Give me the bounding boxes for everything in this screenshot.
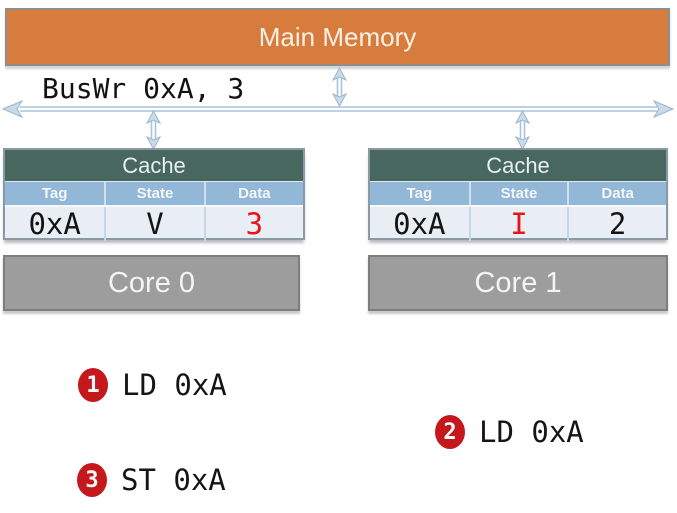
event-2-number-badge: 2: [435, 415, 465, 449]
bus-arrowhead-left-icon: [1, 99, 24, 119]
cache-column-headers: Tag State Data: [5, 181, 303, 205]
column-header-data: Data: [567, 182, 666, 205]
cell-tag: 0xA: [393, 207, 446, 241]
core1-block: Core 1: [368, 255, 668, 311]
cache-title: Cache: [370, 150, 666, 181]
event-3-label: ST 0xA: [121, 463, 226, 497]
event-1: 1 LD 0xA: [78, 368, 227, 402]
column-header-tag: Tag: [406, 185, 433, 202]
memory-connector-arrowhead-up-icon: [331, 66, 348, 82]
column-header-state: State: [104, 182, 203, 205]
bus-arrowhead-right-icon: [652, 99, 675, 119]
bus-transaction-label: BusWr 0xA, 3: [42, 72, 245, 105]
column-header-data: Data: [203, 182, 303, 205]
core0-block: Core 0: [3, 255, 300, 311]
cache1-connector-arrowhead-up-icon: [514, 109, 531, 125]
cache1-bus-connector-line: [519, 121, 526, 139]
event-2-label: LD 0xA: [479, 415, 584, 449]
cache-entry-row: 0xA V 3: [5, 205, 303, 241]
cell-tag: 0xA: [28, 207, 81, 241]
column-header-state: State: [468, 182, 568, 205]
cache-entry-row: 0xA I 2: [370, 205, 666, 241]
event-3-number-badge: 3: [77, 463, 107, 497]
core0-label: Core 0: [107, 266, 196, 299]
cache0-bus-connector-line: [150, 121, 157, 139]
event-3: 3 ST 0xA: [77, 463, 226, 497]
memory-bus-connector-line: [336, 78, 343, 96]
main-memory-block: Main Memory: [5, 8, 670, 66]
cache-title: Cache: [5, 150, 303, 181]
event-2: 2 LD 0xA: [435, 415, 584, 449]
cache-table-core0: Cache Tag State Data 0xA V 3: [3, 148, 305, 241]
bus-line: [20, 106, 657, 112]
event-1-number-badge: 1: [78, 368, 108, 402]
column-header-tag: Tag: [41, 185, 68, 202]
main-memory-label: Main Memory: [258, 21, 417, 52]
cache-table-core1: Cache Tag State Data 0xA I 2: [368, 148, 668, 241]
memory-connector-arrowhead-down-icon: [331, 92, 348, 108]
cell-state: V: [104, 207, 203, 241]
cache0-connector-arrowhead-up-icon: [145, 109, 162, 125]
cache-column-headers: Tag State Data: [370, 181, 666, 205]
core1-label: Core 1: [474, 266, 562, 299]
cell-data: 2: [567, 207, 666, 241]
event-1-label: LD 0xA: [122, 368, 227, 402]
cell-state: I: [468, 207, 568, 241]
cell-data: 3: [203, 207, 303, 241]
